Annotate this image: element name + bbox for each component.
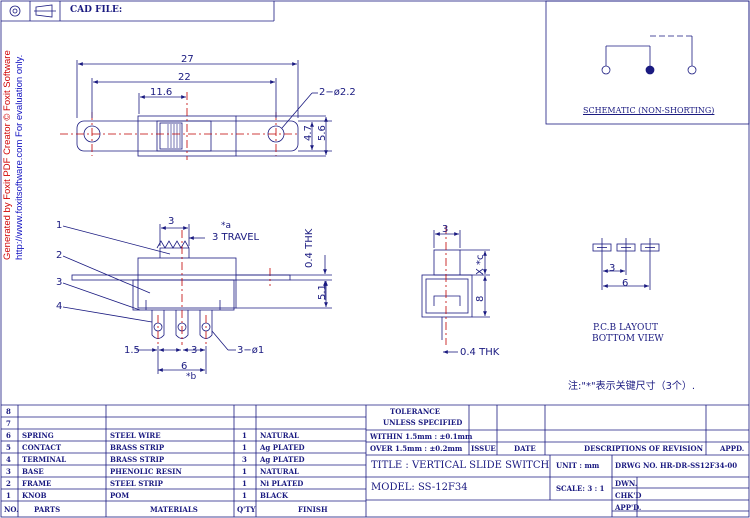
parts-cell-material: STEEL STRIP	[110, 479, 163, 488]
dim-height-inner: 4.7	[303, 125, 314, 141]
parts-cell-part: CONTACT	[22, 443, 62, 452]
parts-header-no: NO.	[4, 505, 19, 514]
parts-cell-part: KNOB	[22, 491, 47, 500]
parts-cell-part: BASE	[22, 467, 44, 476]
parts-cell-no: 1	[6, 491, 11, 500]
parts-cell-no: 8	[6, 407, 11, 416]
end-dim-height: 8	[475, 295, 486, 302]
parts-cell-qty: 1	[242, 431, 247, 440]
end-view-outline	[421, 249, 473, 340]
parts-cell-qty: 1	[242, 479, 247, 488]
descriptions-label: DESCRIPTIONS OF REVISION	[584, 444, 704, 453]
star-a: *a	[221, 221, 232, 231]
chkd-label: CHK'D	[615, 491, 642, 500]
callout-1: 1	[56, 220, 63, 231]
parts-header-material: MATERIALS	[150, 505, 198, 514]
parts-grid	[1, 404, 749, 517]
parts-cell-finish: NATURAL	[260, 467, 299, 476]
scale-label: SCALE: 3 : 1	[556, 484, 605, 493]
parts-cell-no: 7	[6, 419, 11, 428]
parts-cell-material: BRASS STRIP	[110, 455, 165, 464]
parts-cell-no: 5	[6, 443, 11, 452]
pcb-label-1: P.C.B LAYOUT	[593, 323, 659, 333]
date-label: DATE	[514, 444, 536, 453]
dim-pin-pitch: 3	[191, 345, 198, 356]
end-dim-top: 3	[442, 224, 449, 235]
callout-2: 2	[56, 250, 63, 261]
dim-knob-width: 3	[168, 216, 175, 227]
unless-label: UNLESS SPECIFIED	[383, 418, 463, 427]
parts-cell-finish: Ni PLATED	[260, 479, 304, 488]
within-label: WITHIN 1.5mm : ±0.1mm	[370, 432, 473, 441]
appd-label: APPD.	[720, 444, 745, 453]
parts-cell-no: 4	[6, 455, 11, 464]
parts-cell-part: SPRING	[22, 431, 54, 440]
parts-cell-no: 3	[6, 467, 11, 476]
dim-hole-dia: 2−ø2.2	[319, 87, 356, 98]
parts-cell-material: PHENOLIC RESIN	[110, 467, 182, 476]
parts-header-finish: FINISH	[298, 505, 328, 514]
parts-cell-qty: 1	[242, 467, 247, 476]
watermark-line2: http://www.foxitsoftware.com For evaluat…	[14, 54, 25, 260]
cad-file-label: CAD FILE:	[70, 5, 123, 15]
end-xc: X *c	[475, 254, 486, 275]
parts-cell-qty: 1	[242, 443, 247, 452]
dim-knob-offset: 11.6	[150, 87, 173, 98]
thk-label: 0.4 THK	[304, 228, 315, 268]
parts-cell-finish: Ag PLATED	[260, 443, 305, 452]
schematic-label: SCHEMATIC (NON-SHORTING)	[583, 106, 715, 115]
dim-pin-offset: 1.5	[124, 345, 140, 356]
pcb-dim-pitch: 3	[609, 263, 616, 274]
dim-pin-dia: 3−ø1	[237, 345, 265, 356]
over-label: OVER 1.5mm : ±0.2mm	[370, 444, 463, 453]
parts-cell-material: STEEL WIRE	[110, 431, 161, 440]
parts-header-part: PARTS	[34, 505, 61, 514]
parts-cell-qty: 3	[242, 455, 247, 464]
watermark: Generated by Foxit PDF Creator © Foxit S…	[2, 50, 26, 260]
title-label: TITLE : VERTICAL SLIDE SWITCH	[371, 460, 550, 471]
tolerance-label: TOLERANCE	[390, 407, 441, 416]
star-b: *b	[186, 372, 197, 382]
dim-height: 5.1	[317, 284, 328, 300]
parts-cell-finish: NATURAL	[260, 431, 299, 440]
top-view-outline	[76, 115, 299, 157]
dwn-label: DWN.	[615, 479, 638, 488]
projection-icon	[9, 4, 56, 18]
parts-cell-part: FRAME	[22, 479, 52, 488]
parts-cell-qty: 1	[242, 491, 247, 500]
end-thk: 0.4 THK	[460, 347, 500, 358]
parts-cell-material: BRASS STRIP	[110, 443, 165, 452]
parts-header-qty: Q'TY	[237, 505, 256, 514]
parts-cell-no: 2	[6, 479, 11, 488]
model-label: MODEL: SS-12F34	[371, 482, 468, 493]
side-view-outline	[71, 240, 291, 339]
pcb-label-2: BOTTOM VIEW	[592, 334, 664, 344]
watermark-line1: Generated by Foxit PDF Creator © Foxit S…	[2, 50, 13, 260]
pcb-dim-total: 6	[622, 278, 629, 289]
parts-cell-material: POM	[110, 491, 130, 500]
parts-cell-no: 6	[6, 431, 11, 440]
dim-overall: 27	[181, 54, 194, 65]
dim-height-outer: 5.6	[317, 125, 328, 141]
travel-label: 3 TRAVEL	[212, 232, 260, 243]
callout-3: 3	[56, 277, 63, 288]
parts-cell-finish: Ag PLATED	[260, 455, 305, 464]
dim-b: 6	[181, 361, 188, 372]
issue-label: ISSUE	[471, 444, 496, 453]
appd2-label: APP'D.	[615, 503, 642, 512]
dim-holes: 22	[178, 72, 191, 83]
drwg-label: DRWG NO. HR-DR-SS12F34-00	[615, 461, 738, 470]
parts-cell-finish: BLACK	[260, 491, 288, 500]
schematic-symbol	[601, 35, 697, 75]
callout-4: 4	[56, 301, 63, 312]
unit-label: UNIT : mm	[556, 461, 600, 470]
parts-cell-part: TERMINAL	[22, 455, 67, 464]
key-dimension-note: 注:"*"表示关键尺寸（3个）.	[568, 381, 696, 392]
